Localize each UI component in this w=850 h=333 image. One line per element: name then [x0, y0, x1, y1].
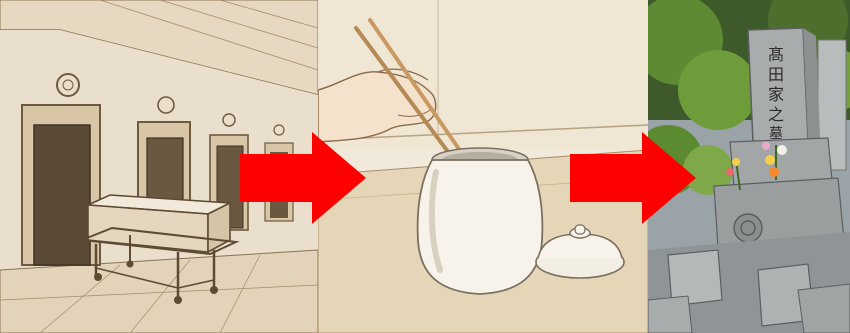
arrow-right-2	[570, 132, 696, 229]
arrow-right-1	[240, 132, 366, 229]
grave-char-3: 家	[768, 85, 784, 104]
right-arrow-icon	[240, 132, 366, 224]
right-arrow-icon	[570, 132, 696, 224]
grave-char-1: 髙	[768, 45, 784, 64]
grave-char-2: 田	[768, 65, 784, 84]
grave-char-4: 之	[768, 105, 784, 124]
